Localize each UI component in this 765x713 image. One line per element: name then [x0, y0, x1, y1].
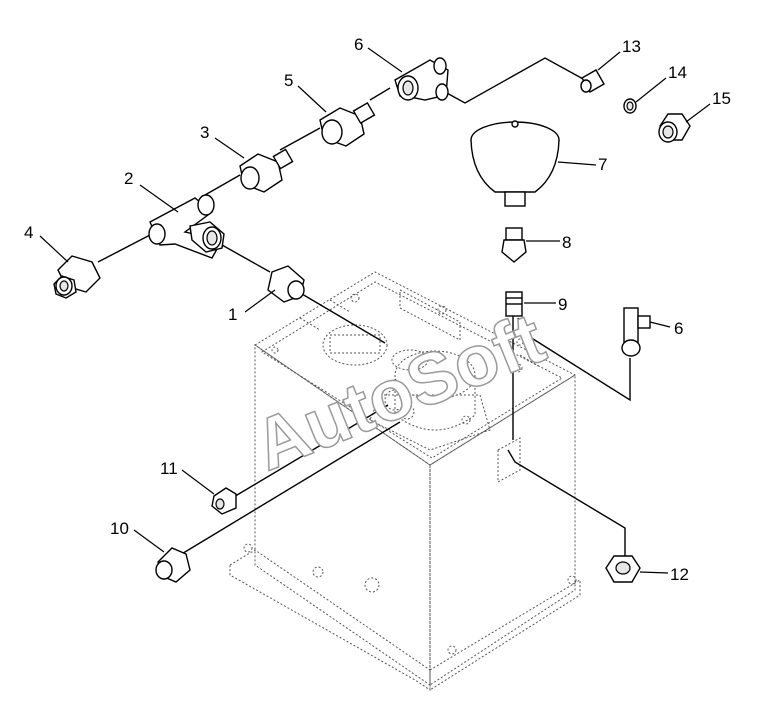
- part-2-tee-fitting: [148, 194, 225, 259]
- callout-10: 10: [110, 519, 129, 538]
- part-3-union: [239, 148, 294, 193]
- callout-1: 1: [228, 305, 237, 324]
- part-6-elbow-right: [621, 307, 651, 357]
- part-4-nut: [53, 255, 101, 299]
- callout-12: 12: [670, 565, 689, 584]
- watermark-text: AutoSoft: [243, 298, 555, 486]
- part-10-union: [155, 547, 191, 583]
- callout-15: 15: [712, 89, 731, 108]
- callout-6-right: 6: [674, 319, 683, 338]
- callout-labels: 1 2 3 4 5 6 13 14 15 7 8 9 6 11 10 12: [24, 35, 731, 584]
- part-7-accumulator: [470, 120, 560, 207]
- part-12-nut: [605, 555, 641, 583]
- callout-2: 2: [124, 169, 133, 188]
- part-5-union: [319, 101, 376, 147]
- callout-9: 9: [558, 295, 567, 314]
- callout-13: 13: [622, 37, 641, 56]
- callout-4: 4: [24, 223, 33, 242]
- callout-8: 8: [562, 233, 571, 252]
- part-9-adapter: [505, 291, 523, 317]
- part-15-nut: [658, 113, 691, 143]
- callout-3: 3: [200, 123, 209, 142]
- callout-7: 7: [598, 155, 607, 174]
- part-14-ferrule: [623, 98, 637, 114]
- callout-14: 14: [668, 63, 687, 82]
- callout-5: 5: [284, 71, 293, 90]
- callout-11: 11: [160, 459, 178, 478]
- callout-6-top: 6: [354, 35, 363, 54]
- part-13-sleeve: [580, 69, 605, 93]
- part-1-union: [267, 265, 305, 303]
- part-6-tee-top: [394, 57, 449, 101]
- part-8-adapter: [501, 227, 527, 263]
- pipe-lines: [97, 57, 631, 556]
- leader-lines: [39, 47, 711, 574]
- part-11-plug: [211, 487, 237, 515]
- hydraulic-tank: [229, 271, 581, 691]
